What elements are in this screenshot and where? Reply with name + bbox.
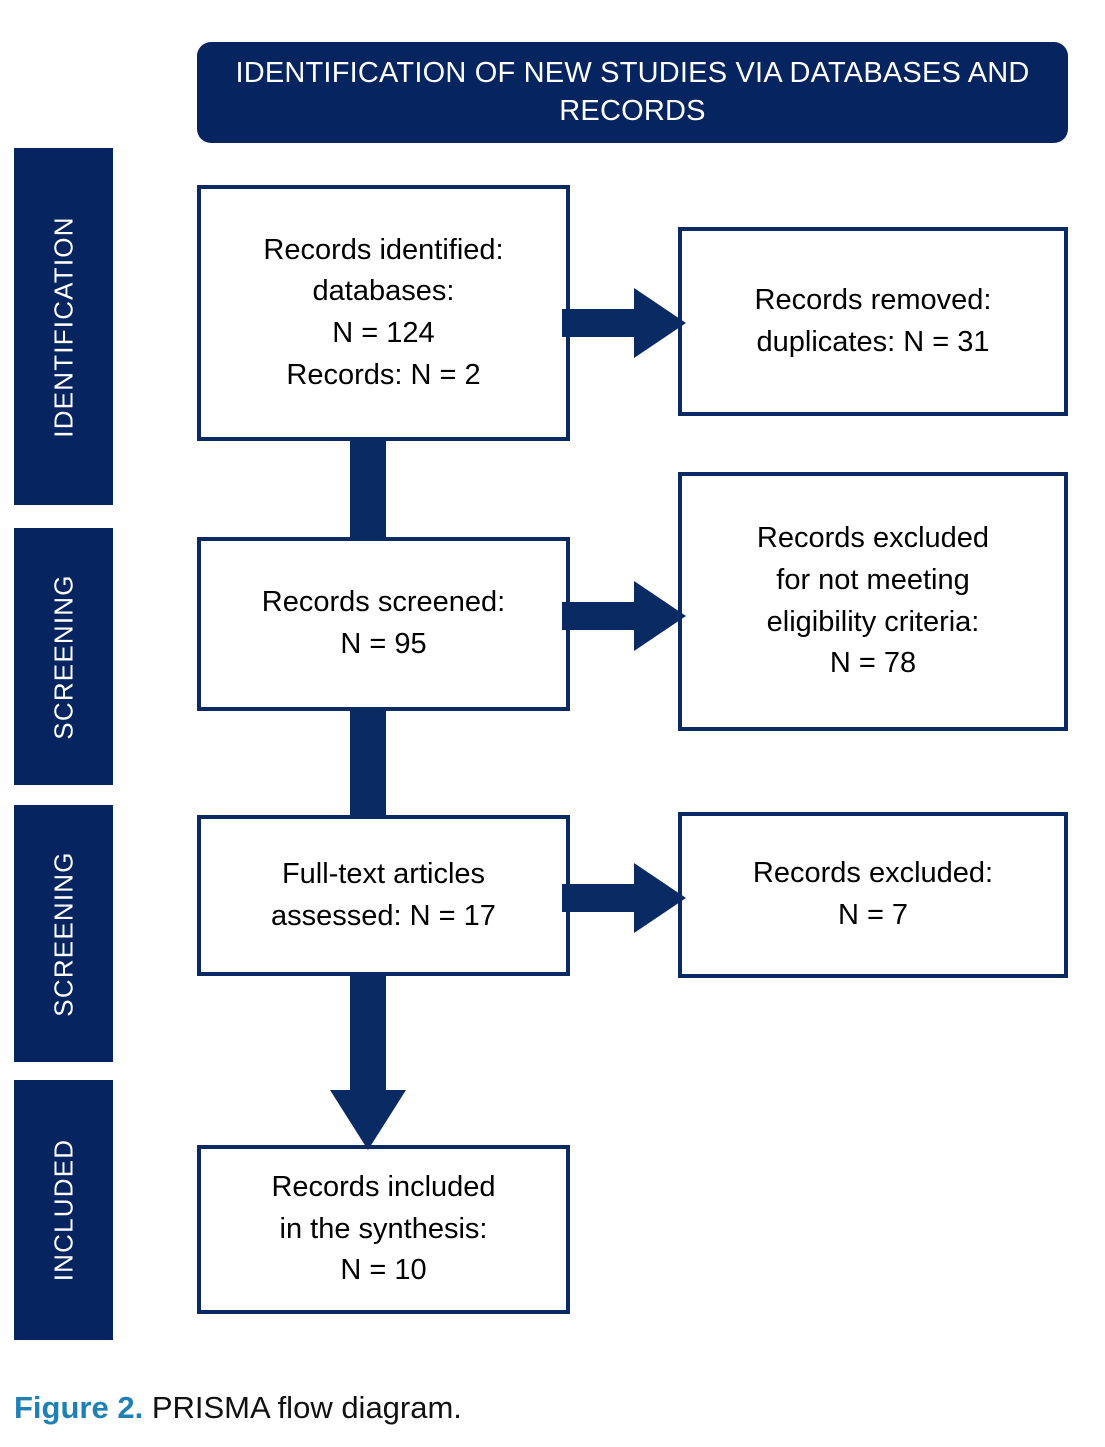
diagram-header-banner: IDENTIFICATION OF NEW STUDIES VIA DATABA… bbox=[197, 42, 1068, 143]
flow-box-records-screened: Records screened: N = 95 bbox=[197, 537, 570, 711]
arrow-right-icon-screened-to-excluded bbox=[562, 581, 686, 651]
box-line: Records included bbox=[271, 1170, 496, 1203]
flow-box-records-identified: Records identified: databases: N = 124 R… bbox=[197, 185, 570, 441]
stage-label-screening-1: SCREENING bbox=[48, 573, 79, 740]
flow-box-records-included: Records included in the synthesis: N = 1… bbox=[197, 1145, 570, 1314]
box-line: duplicates: N = 31 bbox=[756, 325, 990, 358]
flow-box-records-excluded-eligibility: Records excluded for not meeting eligibi… bbox=[678, 472, 1068, 731]
box-line: Full-text articles bbox=[281, 857, 486, 890]
box-line: for not meeting bbox=[776, 563, 970, 596]
flow-box-records-excluded: Records excluded: N = 7 bbox=[678, 812, 1068, 978]
box-line: N = 78 bbox=[829, 647, 917, 680]
stage-label-included: INCLUDED bbox=[48, 1138, 79, 1282]
figure-caption-label: Figure 2. bbox=[14, 1390, 144, 1425]
arrow-right-icon-fulltext-to-excluded bbox=[562, 863, 686, 933]
box-line: Records identified: bbox=[263, 233, 504, 266]
stage-bar-screening-2: SCREENING bbox=[14, 805, 113, 1062]
stage-bar-screening-1: SCREENING bbox=[14, 528, 113, 785]
stage-label-identification: IDENTIFICATION bbox=[48, 215, 79, 438]
stage-bar-identification: IDENTIFICATION bbox=[14, 148, 113, 505]
box-line: assessed: N = 17 bbox=[271, 899, 496, 932]
stage-label-screening-2: SCREENING bbox=[48, 850, 79, 1017]
box-line: N = 10 bbox=[340, 1254, 427, 1287]
stage-bar-included: INCLUDED bbox=[14, 1080, 113, 1340]
box-line: eligibility criteria: bbox=[766, 605, 980, 638]
box-line: Records excluded bbox=[756, 522, 990, 554]
flow-box-full-text-assessed: Full-text articles assessed: N = 17 bbox=[197, 815, 570, 976]
box-line: N = 124 bbox=[332, 317, 435, 349]
flow-box-records-removed: Records removed: duplicates: N = 31 bbox=[678, 227, 1068, 416]
box-line: N = 95 bbox=[340, 628, 427, 660]
figure-caption-text: PRISMA flow diagram. bbox=[143, 1390, 462, 1425]
box-line: databases: bbox=[312, 275, 455, 308]
box-line: Records removed: bbox=[754, 283, 992, 316]
connector-screened-to-fulltext bbox=[350, 707, 386, 819]
box-line: Records: N = 2 bbox=[286, 358, 481, 391]
arrow-right-icon-identified-to-removed bbox=[562, 288, 686, 358]
box-line: Records excluded: bbox=[752, 857, 994, 890]
box-line: N = 7 bbox=[837, 899, 909, 931]
box-line: Records screened: bbox=[261, 586, 506, 619]
arrow-down-icon-fulltext-to-included bbox=[330, 972, 406, 1150]
box-line: in the synthesis: bbox=[279, 1212, 488, 1245]
figure-caption: Figure 2. PRISMA flow diagram. bbox=[14, 1389, 914, 1428]
connector-identified-to-screened bbox=[350, 437, 386, 541]
